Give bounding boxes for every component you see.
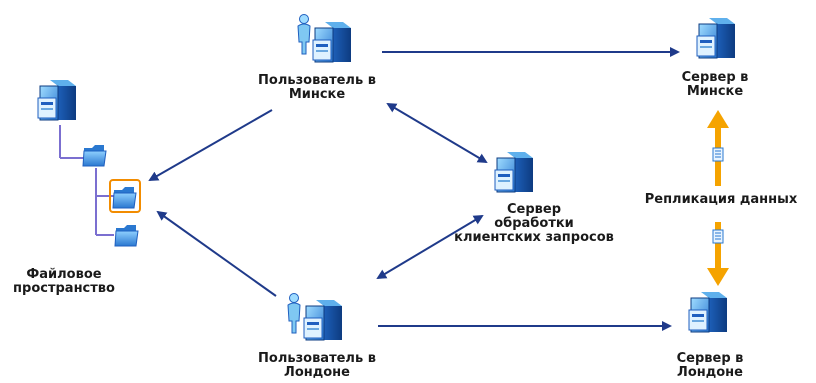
- folder-icon: [114, 224, 139, 247]
- user-minsk-line2: Минске: [288, 87, 346, 102]
- server-london-icon: [688, 291, 728, 333]
- request-server-line1: Сервер: [506, 202, 561, 217]
- server-minsk-line2: Минске: [686, 84, 744, 99]
- request-server-label: Сервер обработки клиентских запросов: [444, 203, 624, 245]
- user-minsk-icon: [297, 14, 311, 55]
- file-space-tree: [59, 125, 114, 236]
- user-minsk-label: Пользователь в Минске: [252, 74, 382, 102]
- arrow-user-london-to-file-space: [156, 210, 277, 297]
- replication-label: Репликация данных: [630, 193, 812, 207]
- server-london-label: Сервер в Лондоне: [655, 352, 765, 380]
- file-space-label: Файловое пространство: [4, 268, 124, 296]
- request-server-icon: [494, 151, 534, 193]
- arrow-user-london-request-server: [376, 214, 484, 280]
- replication-label-text: Репликация данных: [644, 192, 798, 207]
- file-space-line2: пространство: [13, 281, 115, 296]
- file-server-icon: [37, 79, 77, 121]
- request-server-line3: клиентских запросов: [454, 230, 614, 245]
- arrow-user-minsk-request-server: [386, 102, 488, 164]
- document-icon: [712, 229, 724, 244]
- server-minsk-label: Сервер в Минске: [660, 71, 770, 99]
- user-minsk-server-icon: [312, 21, 352, 63]
- user-minsk-line1: Пользователь в: [258, 73, 376, 88]
- file-space-line1: Файловое: [26, 267, 102, 282]
- user-london-icon: [287, 293, 301, 334]
- arrow-user-minsk-to-file-space: [148, 109, 273, 181]
- server-london-line2: Лондоне: [677, 365, 743, 380]
- user-london-line2: Лондоне: [284, 365, 350, 380]
- server-london-line1: Сервер в: [676, 351, 744, 366]
- document-icon: [712, 147, 724, 162]
- folder-icon: [82, 144, 107, 167]
- user-london-server-icon: [303, 299, 343, 341]
- server-minsk-icon: [696, 17, 736, 59]
- server-minsk-line1: Сервер в: [681, 70, 749, 85]
- highlighted-folder-icon[interactable]: [109, 179, 141, 213]
- request-server-line2: обработки: [494, 216, 574, 231]
- user-london-line1: Пользователь в: [258, 351, 376, 366]
- user-london-label: Пользователь в Лондоне: [252, 352, 382, 380]
